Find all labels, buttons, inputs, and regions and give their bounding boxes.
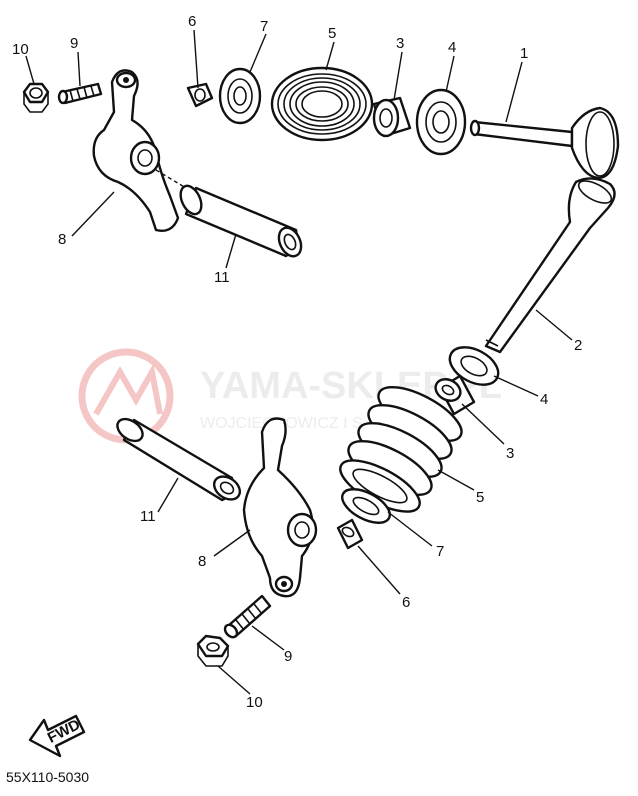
leader-lines — [25, 29, 573, 695]
callout-8-upper: 8 — [58, 231, 66, 248]
callout-7-upper: 7 — [260, 18, 268, 35]
callouts: 10 9 6 7 5 3 4 1 8 11 2 4 3 5 7 6 11 8 9… — [12, 13, 582, 711]
part-rocker-arm-upper — [92, 69, 180, 232]
part-rocker-shaft-lower — [116, 417, 242, 502]
callout-11-upper: 11 — [214, 269, 230, 286]
part-spring-seat-upper — [415, 88, 467, 156]
part-collet-lower — [336, 518, 364, 550]
callout-5-upper: 5 — [328, 25, 336, 42]
part-valve-seal-lower — [434, 374, 476, 416]
callout-5-lower: 5 — [476, 489, 484, 506]
callout-3-lower: 3 — [506, 445, 514, 462]
part-adjusting-screw-upper — [57, 82, 103, 105]
callout-10-upper: 10 — [12, 41, 29, 58]
callout-3-upper: 3 — [396, 35, 404, 52]
part-spring-seat-lower — [448, 346, 500, 386]
part-retainer-lower — [341, 488, 391, 524]
callout-9-lower: 9 — [284, 648, 292, 665]
callout-8-lower: 8 — [198, 553, 206, 570]
part-rocker-shaft-upper — [155, 169, 303, 258]
diagram-code: 55X110-5030 — [6, 769, 89, 785]
callout-6-upper: 6 — [188, 13, 196, 30]
part-valve-seal-upper — [372, 96, 412, 138]
callout-1: 1 — [520, 45, 528, 62]
callout-9-upper: 9 — [70, 35, 78, 52]
part-retainer-upper — [218, 67, 262, 125]
part-rocker-arm-lower — [242, 417, 318, 598]
part-valve-upper — [469, 106, 620, 180]
callout-11-lower: 11 — [140, 508, 156, 525]
fwd-arrow-icon: FWD — [28, 714, 86, 758]
callout-4-lower: 4 — [540, 391, 548, 408]
callout-10-lower: 10 — [246, 694, 263, 711]
part-nut-upper — [22, 82, 50, 113]
part-adjusting-screw-lower — [223, 594, 272, 639]
callout-6-lower: 6 — [402, 594, 410, 611]
part-nut-lower — [196, 634, 230, 667]
callout-4-upper: 4 — [448, 39, 456, 56]
part-valve-spring-lower — [339, 385, 463, 513]
callout-2: 2 — [574, 337, 582, 354]
part-collet-upper — [186, 82, 214, 108]
part-valve-lower — [484, 177, 616, 354]
part-valve-spring-upper — [270, 66, 374, 142]
callout-7-lower: 7 — [436, 543, 444, 560]
